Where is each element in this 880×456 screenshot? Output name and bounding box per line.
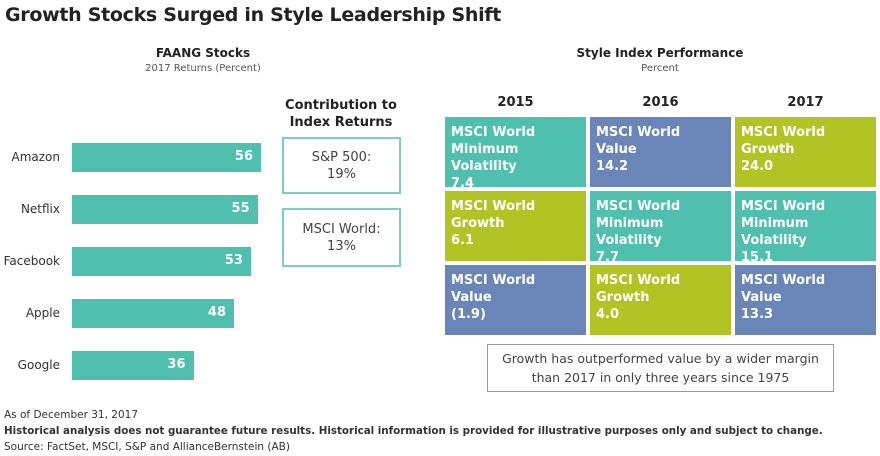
- msci-world-contribution-box: MSCI World:13%: [282, 208, 401, 267]
- cell-line1: MSCI World: [741, 199, 826, 214]
- bar-value-label: 48: [207, 305, 226, 320]
- bar-label: Netflix: [20, 202, 60, 216]
- year-header: 2017: [787, 95, 824, 110]
- bar-google: 36: [72, 351, 194, 380]
- source: Source: FactSet, MSCI, S&P and AllianceB…: [4, 441, 290, 453]
- cell-value: 13.3: [741, 307, 774, 322]
- cell-line2: Growth: [596, 290, 650, 305]
- cell-line1: MSCI World: [451, 273, 536, 288]
- cell-line1: MSCI World: [741, 273, 826, 288]
- cell-line2: Minimum Volatility: [741, 216, 809, 248]
- cell-value: 6.1: [451, 233, 475, 248]
- cell-value: 14.2: [596, 159, 629, 174]
- cell-line1: MSCI World: [596, 125, 681, 140]
- year-header: 2016: [642, 95, 679, 110]
- cell-value: 24.0: [741, 159, 774, 174]
- bar-label: Google: [17, 358, 60, 372]
- cell-line2: Minimum Volatility: [451, 142, 519, 174]
- bar-label: Apple: [25, 306, 60, 320]
- cell-line1: MSCI World: [596, 273, 681, 288]
- bar-value-label: 53: [224, 253, 243, 268]
- faang-title: FAANG Stocks: [155, 46, 251, 60]
- contribution-heading-line1: Contribution to: [285, 98, 397, 113]
- contribution-heading-line2: Index Returns: [289, 115, 393, 130]
- box-value: 13%: [327, 238, 356, 254]
- as-of-date: As of December 31, 2017: [4, 409, 138, 421]
- cell-value: 7.4: [451, 176, 475, 191]
- contribution-heading: Contribution to Index Returns: [270, 97, 412, 131]
- style-subtitle: Percent: [641, 63, 679, 74]
- cell-value: 7.7: [596, 250, 620, 265]
- cell-line2: Value: [451, 290, 492, 305]
- bar-label: Facebook: [3, 254, 60, 268]
- cell-line1: MSCI World: [741, 125, 826, 140]
- note-box: Growth has outperformed value by a wider…: [487, 344, 834, 392]
- cell-value: 15.1: [741, 250, 774, 265]
- cell-value: (1.9): [451, 307, 486, 322]
- faang-subtitle: 2017 Returns (Percent): [145, 63, 261, 74]
- cell-line1: MSCI World: [451, 199, 536, 214]
- sp500-contribution-box: S&P 500:19%: [282, 137, 401, 194]
- box-label: S&P 500:: [311, 149, 372, 165]
- cell-line2: Growth: [451, 216, 505, 231]
- bar-facebook: 53: [72, 247, 251, 276]
- bar-amazon: 56: [72, 143, 261, 172]
- note-line1: Growth has outperformed value by a wider…: [502, 351, 819, 366]
- cell-line1: MSCI World: [451, 125, 536, 140]
- bar-value-label: 56: [234, 149, 253, 164]
- cell-line2: Value: [741, 290, 782, 305]
- cell-line1: MSCI World: [596, 199, 681, 214]
- year-header: 2015: [497, 95, 534, 110]
- cell-line2: Minimum Volatility: [596, 216, 664, 248]
- bar-apple: 48: [72, 299, 234, 328]
- cell-line2: Growth: [741, 142, 795, 157]
- style-title: Style Index Performance: [576, 46, 744, 60]
- bar-netflix: 55: [72, 195, 258, 224]
- disclaimer: Historical analysis does not guarantee f…: [4, 425, 823, 437]
- cell-line2: Value: [596, 142, 637, 157]
- bar-label: Amazon: [11, 150, 61, 164]
- bar-value-label: 36: [167, 357, 186, 372]
- note-line2: than 2017 in only three years since 1975: [531, 370, 790, 385]
- box-value: 19%: [327, 166, 356, 182]
- box-label: MSCI World:: [302, 221, 381, 237]
- cell-value: 4.0: [596, 307, 620, 322]
- bar-value-label: 55: [231, 201, 250, 216]
- chart-title: Growth Stocks Surged in Style Leadership…: [5, 4, 502, 26]
